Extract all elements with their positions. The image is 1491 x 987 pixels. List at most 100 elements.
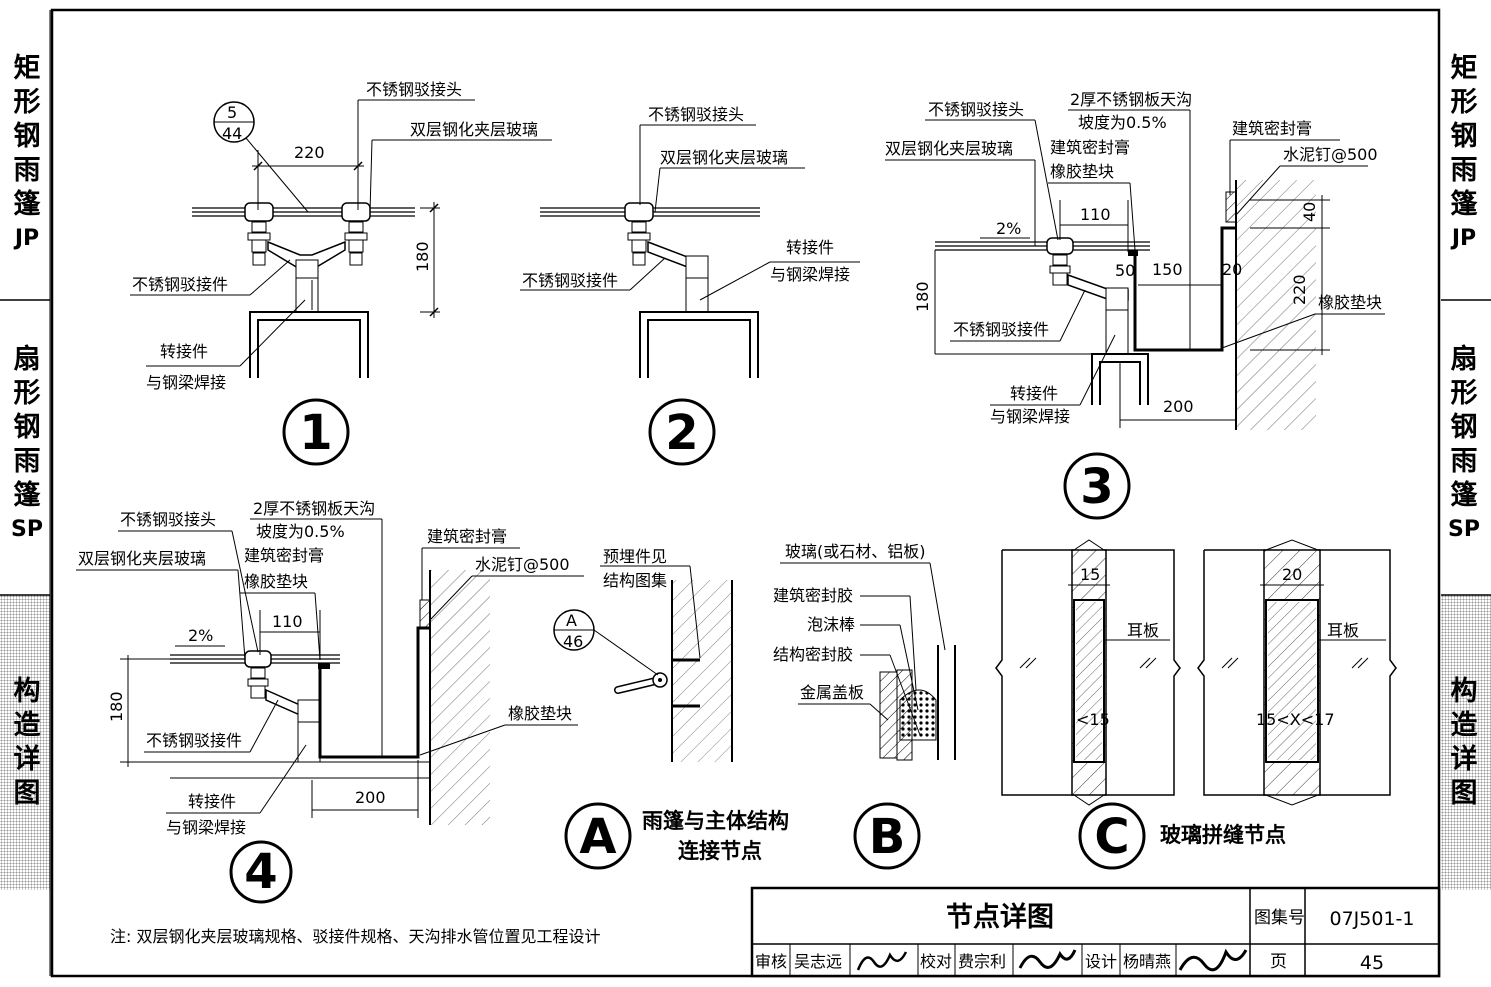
atlas-label: 图集号 (1254, 908, 1305, 928)
tab-char: 雨 (13, 446, 41, 477)
label-joint: 不锈钢驳接头 (648, 105, 744, 124)
tab-char: 详 (1450, 744, 1478, 775)
label-slope: 坡度为0.5% (256, 522, 345, 541)
ref-number: 5 (227, 103, 237, 122)
dim-180: 180 (107, 691, 126, 722)
detail-a-marker[interactable] (564, 802, 632, 870)
label-glass: 双层钢化夹层玻璃 (885, 139, 1013, 158)
label-fitting: 不锈钢驳接件 (522, 271, 618, 290)
detail-2-marker[interactable] (648, 398, 716, 466)
reviewer-signature (856, 951, 908, 971)
label-structural: 结构密封胶 (773, 645, 853, 664)
side-tab-right-active-bg (1441, 595, 1491, 890)
label-adapter: 转接件 (786, 238, 834, 257)
tab-char: 雨 (1450, 446, 1478, 477)
tab-char: 形 (1450, 87, 1478, 118)
page-label: 页 (1270, 952, 1287, 972)
reviewer-name: 吴志远 (794, 952, 842, 971)
label-weld: 与钢梁焊接 (166, 818, 246, 837)
label-weld: 与钢梁焊接 (990, 407, 1070, 426)
dim-spacing: 220 (294, 143, 325, 162)
label-gutter: 2厚不锈钢板天沟 (1070, 90, 1192, 109)
side-tab-left-detail[interactable]: 构 造 详 图 (2, 675, 52, 811)
label-glass: 双层钢化夹层玻璃 (78, 549, 206, 568)
tab-code: JP (14, 226, 40, 251)
tab-char: 形 (1450, 378, 1478, 409)
detail-4: 110 180 200 2% 不锈钢驳接头 2厚不锈钢板天沟 坡度为0.5% 双… (76, 499, 584, 904)
label-embed-1: 预埋件见 (603, 547, 667, 566)
detail-c-letter: C (1094, 809, 1129, 865)
side-tab-right-detail[interactable]: 构 造 详 图 (1439, 675, 1489, 811)
detail-2: 不锈钢驳接头 双层钢化夹层玻璃 不锈钢驳接件 转接件 与钢梁焊接 2 (520, 105, 860, 466)
label-fitting: 不锈钢驳接件 (132, 275, 228, 294)
sheet-border (50, 8, 1441, 978)
detail-1-marker[interactable] (282, 398, 350, 466)
label-glass: 双层钢化夹层玻璃 (410, 120, 538, 139)
detail-a-letter: A (579, 809, 616, 865)
detail-a: A 46 预埋件见 结构图集 A 雨篷与主体结构 连接节点 (553, 547, 789, 870)
detail-2-number: 2 (665, 405, 698, 461)
tab-char: 篷 (1450, 480, 1478, 511)
tab-char: 构 (13, 676, 41, 707)
label-pad: 橡胶垫块 (1050, 162, 1114, 181)
detail-c: 15 耳板 <15 20 耳板 15<X<17 (995, 539, 1397, 870)
tab-char: 图 (13, 778, 41, 809)
label-sealant: 建筑密封膏 (1050, 138, 1130, 157)
ref-page: 46 (563, 632, 583, 651)
side-tab-right-sp[interactable]: 扇 形 钢 雨 篷 SP (1439, 343, 1489, 547)
tab-char: 形 (13, 378, 41, 409)
side-tab-left-sp[interactable]: 扇 形 钢 雨 篷 SP (2, 343, 52, 547)
atlas-number: 07J501-1 (1330, 908, 1415, 930)
drawing-title: 节点详图 (946, 901, 1054, 933)
tab-char: 钢 (1450, 121, 1478, 152)
c-right-gap: 15<X<17 (1256, 710, 1335, 729)
label-joint: 不锈钢驳接头 (928, 100, 1024, 119)
tab-char: 形 (13, 87, 41, 118)
tab-char: 详 (13, 744, 41, 775)
tab-char: 图 (1450, 778, 1478, 809)
label-adapter: 转接件 (160, 342, 208, 361)
dim-200: 200 (1163, 397, 1194, 416)
tab-char: 造 (1450, 710, 1478, 741)
tab-char: 矩 (1450, 53, 1478, 84)
tab-char: 篷 (13, 480, 41, 511)
tab-char: 钢 (1450, 412, 1478, 443)
caption-c: 玻璃拼缝节点 (1160, 823, 1286, 847)
checker-name: 费宗利 (958, 952, 1006, 971)
dim-20: 20 (1222, 260, 1242, 279)
label-weld: 与钢梁焊接 (146, 373, 226, 392)
side-tab-left-jp[interactable]: 矩 形 钢 雨 篷 JP (2, 52, 52, 256)
dim-200: 200 (355, 788, 386, 807)
page-number: 45 (1360, 952, 1384, 974)
label-pad-wall: 橡胶垫块 (1318, 293, 1382, 312)
slope-2pct: 2% (996, 219, 1021, 238)
detail-3-marker[interactable] (1063, 452, 1131, 520)
tab-char: 扇 (1450, 344, 1478, 375)
review-label: 审核 (755, 952, 787, 971)
check-label: 校对 (920, 952, 952, 971)
ref-number: A (566, 611, 577, 630)
detail-b-marker[interactable] (853, 802, 921, 870)
detail-1: 220 180 5 44 不锈钢驳接头 双层钢化夹层玻璃 不锈钢驳接件 转接件 (130, 80, 552, 466)
dim-220: 220 (1290, 274, 1309, 305)
c-left-top-dim: 15 (1080, 565, 1100, 584)
c-right-ear-label: 耳板 (1327, 621, 1359, 640)
detail-c-marker[interactable] (1078, 802, 1146, 870)
tab-char: 钢 (13, 412, 41, 443)
detail-3-number: 3 (1080, 459, 1113, 515)
label-sealant: 建筑密封胶 (773, 586, 853, 605)
label-fitting: 不锈钢驳接件 (953, 320, 1049, 339)
detail-1-number: 1 (299, 405, 332, 461)
design-label: 设计 (1085, 952, 1117, 971)
side-tab-right-jp[interactable]: 矩 形 钢 雨 篷 JP (1439, 52, 1489, 256)
designer-name: 杨晴燕 (1123, 952, 1171, 971)
detail-4-number: 4 (244, 844, 277, 900)
label-nail: 水泥钉@500 (1283, 145, 1378, 164)
label-joint: 不锈钢驳接头 (120, 510, 216, 529)
c-left-gap: <15 (1076, 710, 1110, 729)
detail-4-marker[interactable] (229, 840, 293, 904)
label-nail: 水泥钉@500 (475, 555, 570, 574)
dim-180: 180 (913, 281, 932, 312)
